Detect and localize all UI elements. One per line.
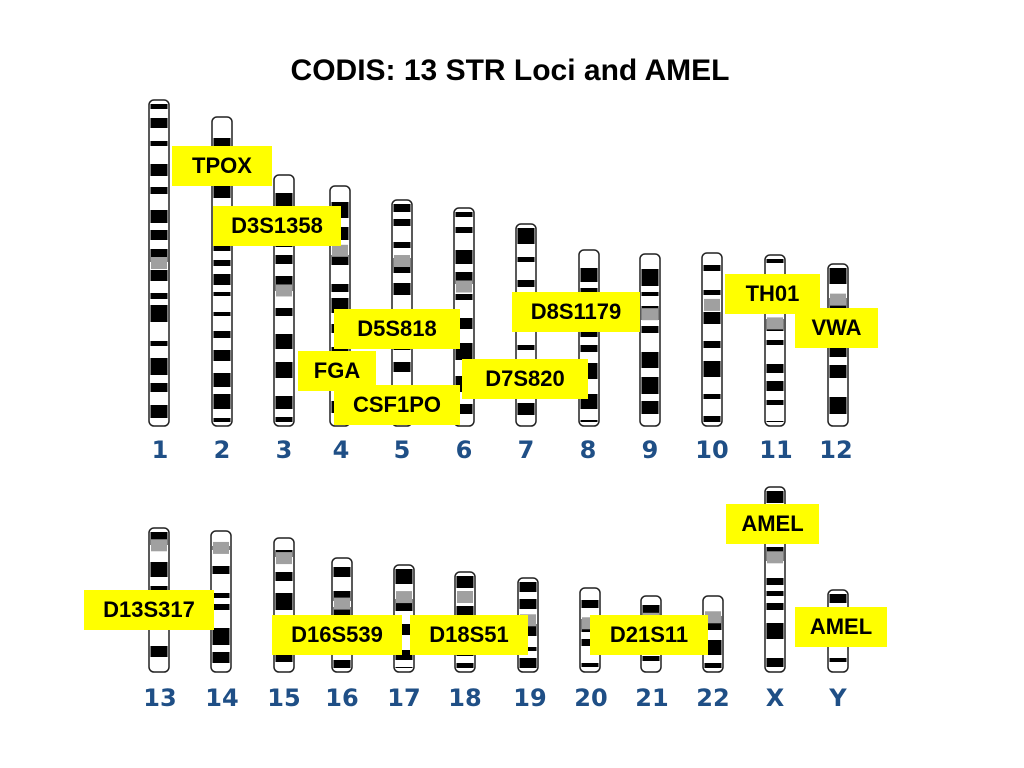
locus-label-d16s539: D16S539 — [272, 615, 402, 655]
chromosome-number-19: 19 — [513, 684, 547, 712]
chromosome-number-2: 2 — [213, 436, 231, 464]
slide-title: CODIS: 13 STR Loci and AMEL — [290, 54, 730, 87]
locus-label-d13s317: D13S317 — [84, 590, 214, 630]
chromosome-number-14: 14 — [205, 684, 239, 712]
chromosome-22 — [702, 595, 724, 673]
chromosome-17 — [393, 564, 415, 673]
chromosome-number-8: 8 — [579, 436, 597, 464]
locus-label-d8s1179: D8S1179 — [512, 292, 640, 332]
locus-label-d3s1358: D3S1358 — [213, 206, 341, 246]
locus-label-fga: FGA — [298, 351, 376, 391]
chromosome-number-20: 20 — [574, 684, 608, 712]
chromosome-number-10: 10 — [695, 436, 729, 464]
chromosome-8 — [578, 249, 600, 427]
locus-label-th01: TH01 — [725, 274, 820, 314]
locus-label-amel-x: AMEL — [726, 504, 819, 544]
chromosome-number-7: 7 — [517, 436, 535, 464]
chromosome-number-16: 16 — [325, 684, 359, 712]
chromosome-10 — [701, 252, 723, 427]
chromosome-number-15: 15 — [267, 684, 301, 712]
chromosome-1 — [148, 99, 170, 427]
chromosome-14 — [210, 530, 232, 673]
chromosome-number-12: 12 — [819, 436, 853, 464]
chromosome-number-4: 4 — [332, 436, 350, 464]
locus-label-csf1po: CSF1PO — [334, 385, 460, 425]
locus-label-d5s818: D5S818 — [334, 309, 460, 349]
chromosome-number-22: 22 — [696, 684, 730, 712]
chromosome-number-x: X — [765, 684, 785, 712]
chromosome-number-9: 9 — [641, 436, 659, 464]
chromosome-number-17: 17 — [387, 684, 421, 712]
locus-label-tpox: TPOX — [172, 146, 272, 186]
chromosome-number-21: 21 — [635, 684, 669, 712]
locus-label-d21s11: D21S11 — [590, 615, 708, 655]
chromosome-number-6: 6 — [455, 436, 473, 464]
chromosome-number-13: 13 — [143, 684, 177, 712]
chromosome-number-11: 11 — [759, 436, 793, 464]
locus-label-d18s51: D18S51 — [410, 615, 528, 655]
chromosome-number-1: 1 — [151, 436, 169, 464]
chromosome-number-y: Y — [829, 684, 847, 712]
locus-label-amel-y: AMEL — [795, 607, 887, 647]
chromosome-number-18: 18 — [448, 684, 482, 712]
chromosome-9 — [639, 253, 661, 427]
locus-label-d7s820: D7S820 — [462, 359, 588, 399]
locus-label-vwa: VWA — [795, 308, 878, 348]
chromosome-number-5: 5 — [393, 436, 411, 464]
chromosome-number-3: 3 — [275, 436, 293, 464]
